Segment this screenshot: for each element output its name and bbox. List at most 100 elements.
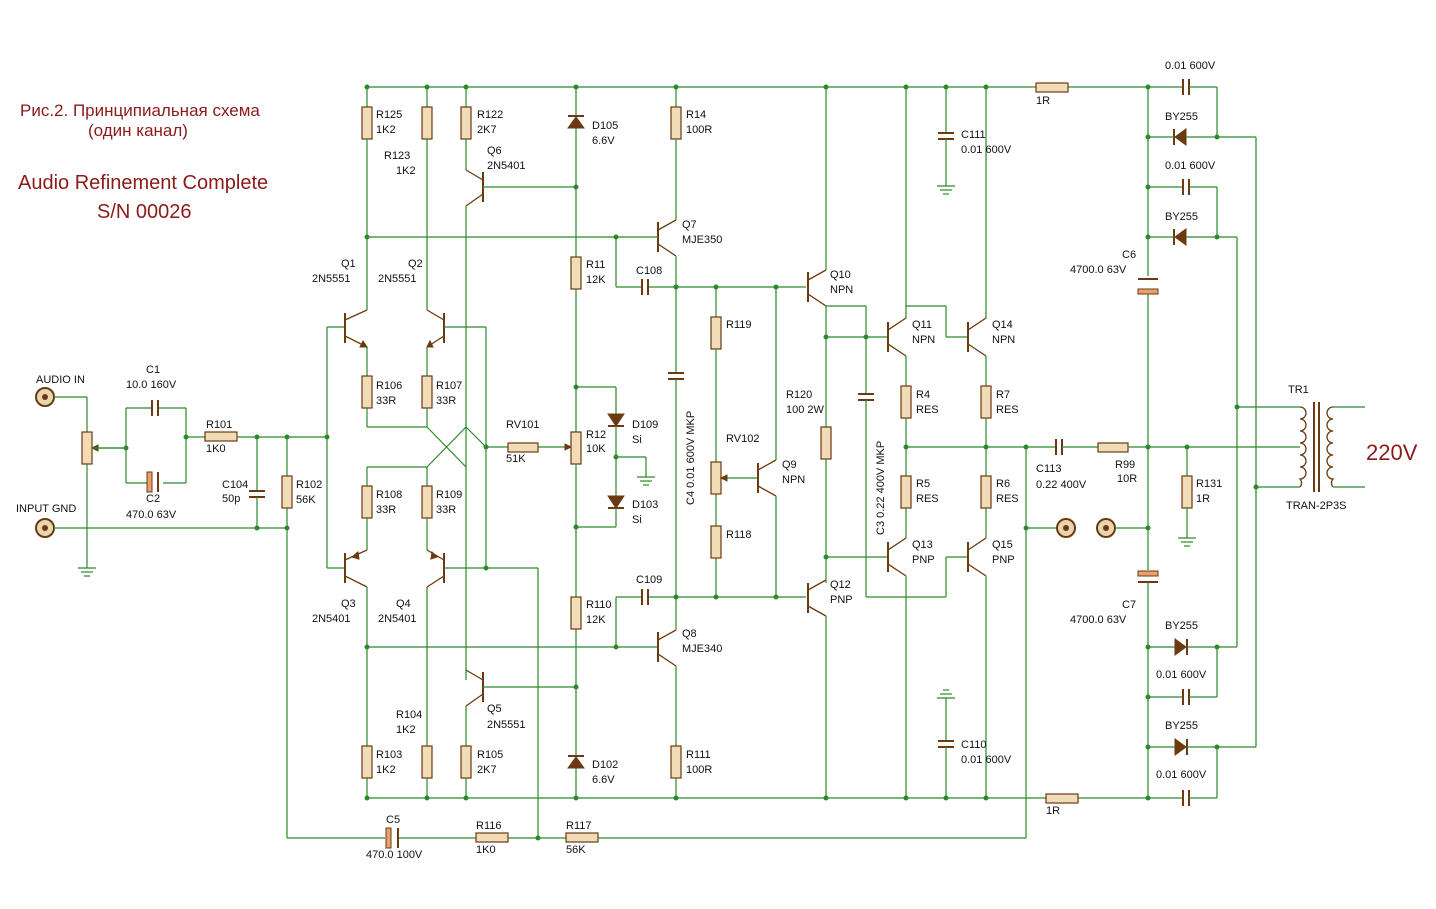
zener-d102 <box>567 755 585 769</box>
speaker-gnd-terminal[interactable] <box>1096 518 1116 538</box>
label-r111-name: R111 <box>686 749 711 761</box>
transistor-q14 <box>967 317 987 357</box>
label-r107-value: 33R <box>436 395 456 407</box>
label-r101-value: 1K0 <box>206 443 226 455</box>
resistor-r131 <box>1181 475 1193 509</box>
label-q3-value: 2N5401 <box>312 613 351 625</box>
transistor-q6 <box>465 169 576 207</box>
label-r123-name: R123 <box>384 150 410 162</box>
resistor-r5 <box>900 475 912 509</box>
label-q2-value: 2N5551 <box>378 273 417 285</box>
label-r117-name: R117 <box>566 820 591 832</box>
resistor-r119 <box>710 316 722 350</box>
label-d103-value: Si <box>632 514 642 526</box>
label-r108-name: R108 <box>376 489 402 501</box>
label-q11-name: Q11 <box>912 319 932 331</box>
label-r102-value: 56K <box>296 494 316 506</box>
label-r116-name: R116 <box>476 820 501 832</box>
label-c108-name: C108 <box>636 265 662 277</box>
transistor-q5 <box>465 669 576 707</box>
label-r104-name: R104 <box>396 709 422 721</box>
label-r12-value: 10K <box>586 443 606 455</box>
label-r5-value: RES <box>916 493 939 505</box>
resistor-r118 <box>710 525 722 559</box>
label-r101-name: R101 <box>206 419 232 431</box>
label-c111-value: 0.01 600V <box>961 144 1012 156</box>
label-d102-value: 6.6V <box>592 774 615 786</box>
zener-d105 <box>567 115 585 129</box>
label-c7-value: 4700.0 63V <box>1070 614 1127 626</box>
label-q14-name: Q14 <box>992 319 1013 331</box>
title-line-4: S/N 00026 <box>97 201 192 223</box>
label-q8-value: MJE340 <box>682 643 722 655</box>
diode-by255-1 <box>1173 128 1187 146</box>
label-r131-value: 1R <box>1196 493 1210 505</box>
label-rv102-name: RV102 <box>726 433 759 445</box>
resistor-r109 <box>421 485 433 519</box>
label-cap600-4: 0.01 600V <box>1156 769 1207 781</box>
label-c1-value: 10.0 160V <box>126 379 177 391</box>
label-cap600-3: 0.01 600V <box>1156 669 1207 681</box>
label-r105-value: 2K7 <box>477 764 497 776</box>
input-gnd-terminal[interactable] <box>35 518 55 538</box>
label-r99-value: 10R <box>1117 473 1137 485</box>
label-d109-name: D109 <box>632 419 658 431</box>
label-r105-name: R105 <box>477 749 503 761</box>
label-r108-value: 33R <box>376 504 396 516</box>
label-r120-name: R120 <box>786 389 812 401</box>
resistor-r123 <box>421 106 433 140</box>
label-c6-value: 4700.0 63V <box>1070 264 1127 276</box>
label-q15-value: PNP <box>992 554 1015 566</box>
label-r110-name: R110 <box>586 599 611 611</box>
label-d105-name: D105 <box>592 120 618 132</box>
label-q1-name: Q1 <box>341 258 356 270</box>
transistor-q3 <box>344 549 368 588</box>
title-line-2: (один канал) <box>88 121 188 140</box>
resistor-r116 <box>475 832 509 843</box>
label-r104-value: 1K2 <box>396 724 416 736</box>
resistor-r111 <box>670 745 682 779</box>
resistor-r122 <box>460 106 472 140</box>
label-rv101-name: RV101 <box>506 419 539 431</box>
label-c111-name: C111 <box>961 129 986 141</box>
resistor-r7 <box>980 385 992 419</box>
label-r6-name: R6 <box>996 478 1010 490</box>
label-q13-name: Q13 <box>912 539 933 551</box>
label-c3: C3 0.22 400V MKP <box>875 441 887 535</box>
label-c110-value: 0.01 600V <box>961 754 1012 766</box>
label-by255-1: BY255 <box>1165 111 1198 123</box>
speaker-out-terminal[interactable] <box>1056 518 1076 538</box>
label-r120-value: 100 2W <box>786 404 825 416</box>
resistor-r110 <box>570 596 582 630</box>
c2-electrolytic <box>146 471 153 493</box>
label-r106-value: 33R <box>376 395 396 407</box>
label-r107-name: R107 <box>436 380 462 392</box>
transistor-q15 <box>967 537 987 577</box>
label-input-gnd: INPUT GND <box>16 503 76 515</box>
ground-bias <box>637 476 655 486</box>
label-q7-value: MJE350 <box>682 234 722 246</box>
resistor-r108 <box>361 485 373 519</box>
resistor-r99 <box>1097 442 1129 453</box>
label-q11-value: NPN <box>912 334 935 346</box>
transistor-q7 <box>657 219 677 257</box>
label-r7-name: R7 <box>996 389 1010 401</box>
label-c5-name: C5 <box>386 814 400 826</box>
label-r110-value: 12K <box>586 614 606 626</box>
audio-in-terminal[interactable] <box>35 387 55 407</box>
diode-by255-4 <box>1174 738 1188 756</box>
label-cap600-1: 0.01 600V <box>1165 60 1216 72</box>
label-q10-value: NPN <box>830 284 853 296</box>
resistor-top-1r <box>1035 82 1069 93</box>
label-rv101-value: 51K <box>506 453 526 465</box>
label-c109-name: C109 <box>636 574 662 586</box>
label-q12-name: Q12 <box>830 579 851 591</box>
resistor-r104 <box>421 745 433 779</box>
transistor-q10 <box>807 269 827 307</box>
label-r111-value: 100R <box>686 764 712 776</box>
label-q5-value: 2N5551 <box>487 719 526 731</box>
label-r116-value: 1K0 <box>476 844 496 856</box>
label-r6-value: RES <box>996 493 1019 505</box>
label-q9-name: Q9 <box>782 459 797 471</box>
